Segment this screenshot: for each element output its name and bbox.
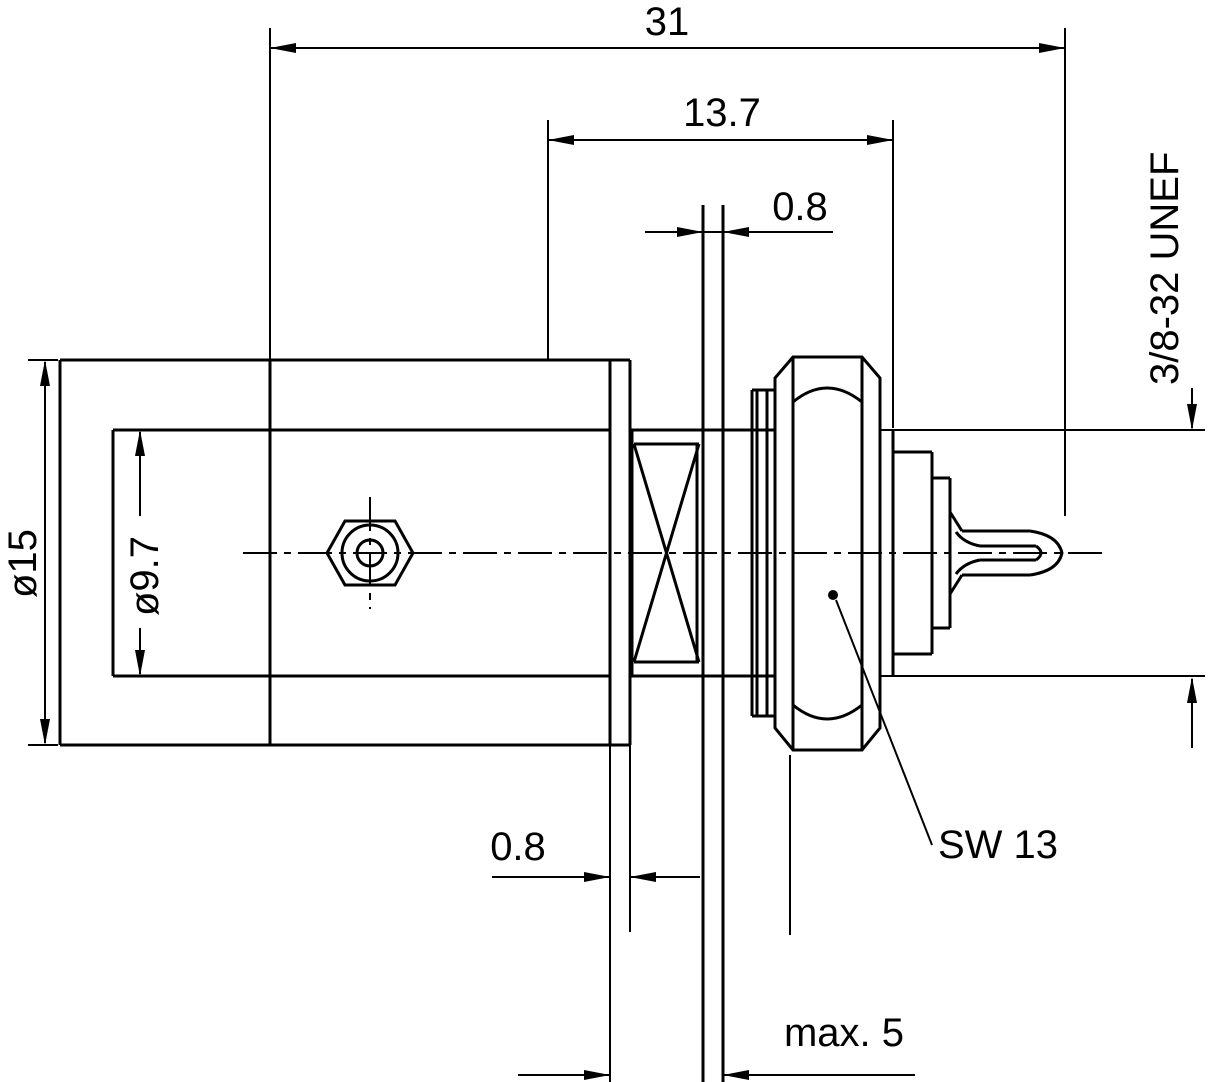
thread-extension-lines (880, 429, 1205, 677)
extension-lines (28, 359, 58, 746)
dimension-outer-diameter: ø15 (1, 359, 58, 746)
terminal-hex (325, 519, 415, 587)
terminal-inner-circle (355, 538, 385, 568)
arrowhead (270, 43, 296, 53)
arrowhead (723, 1070, 749, 1080)
arrowhead (677, 227, 703, 237)
arrowhead (135, 430, 145, 456)
washer-stack (750, 388, 791, 935)
dimension-thread-spec: 3/8-32 UNEF (1143, 152, 1197, 748)
terminal-outer-circle (340, 523, 400, 583)
arrowhead (584, 872, 610, 882)
arrowhead (867, 135, 893, 145)
inner-diameter-label: ø9.7 (123, 536, 167, 616)
mounting-panel (701, 205, 725, 1082)
arrowhead (40, 360, 50, 386)
arrowhead (723, 227, 749, 237)
front-barrel (891, 430, 964, 676)
flange-thickness-label: 0.8 (490, 825, 546, 869)
leader-line (835, 599, 933, 846)
connector-body (58, 358, 632, 747)
extension-lines (269, 28, 1066, 516)
pin-outline (962, 529, 1064, 577)
barrel-steps (891, 430, 964, 676)
lock-washer (630, 430, 701, 676)
nut-outline (773, 355, 882, 752)
arrowhead (1039, 43, 1065, 53)
arrowhead (135, 650, 145, 676)
nut-face-lines (791, 357, 864, 750)
pin-slot (954, 531, 1043, 575)
mid-length-label: 13.7 (683, 91, 761, 135)
extension-lines (609, 745, 631, 1082)
dimension-panel-thickness: 0.8 (645, 185, 833, 237)
arrowhead (40, 719, 50, 745)
sw13-leader-dot (828, 590, 838, 600)
dimension-mid-length: 13.7 (547, 91, 894, 428)
centerlines (243, 497, 1105, 609)
hex-nut (773, 355, 882, 752)
body-outline (58, 358, 632, 747)
dimension-flange-thickness: 0.8 (490, 745, 700, 1082)
arrowhead (1187, 404, 1197, 430)
callout-wrench-size: SW 13 (835, 599, 1058, 867)
outer-diameter-label: ø15 (1, 529, 45, 598)
thread-reference-lines (880, 429, 1205, 677)
dimension-max-panel-thickness: max. 5 (518, 1011, 915, 1080)
dimension-inner-diameter: ø9.7 (123, 430, 167, 676)
arrowhead (1187, 677, 1197, 703)
thread-spec-label: 3/8-32 UNEF (1143, 152, 1187, 385)
panel-lines (701, 205, 725, 1082)
max-panel-thickness-label: max. 5 (784, 1011, 904, 1055)
washer-plates (750, 388, 775, 718)
arrowhead (630, 872, 656, 882)
nut-chamfer-arcs (792, 386, 863, 721)
solder-terminal (325, 519, 415, 587)
arrowhead (584, 1070, 610, 1080)
wrench-size-label: SW 13 (938, 823, 1058, 867)
arrowhead (548, 135, 574, 145)
center-pin (954, 529, 1064, 577)
lock-washer-teeth (630, 430, 701, 676)
overall-length-label: 31 (645, 0, 690, 44)
extension-lines (547, 120, 894, 428)
dimension-overall-length: 31 (269, 0, 1066, 516)
panel-thickness-label: 0.8 (772, 185, 828, 229)
